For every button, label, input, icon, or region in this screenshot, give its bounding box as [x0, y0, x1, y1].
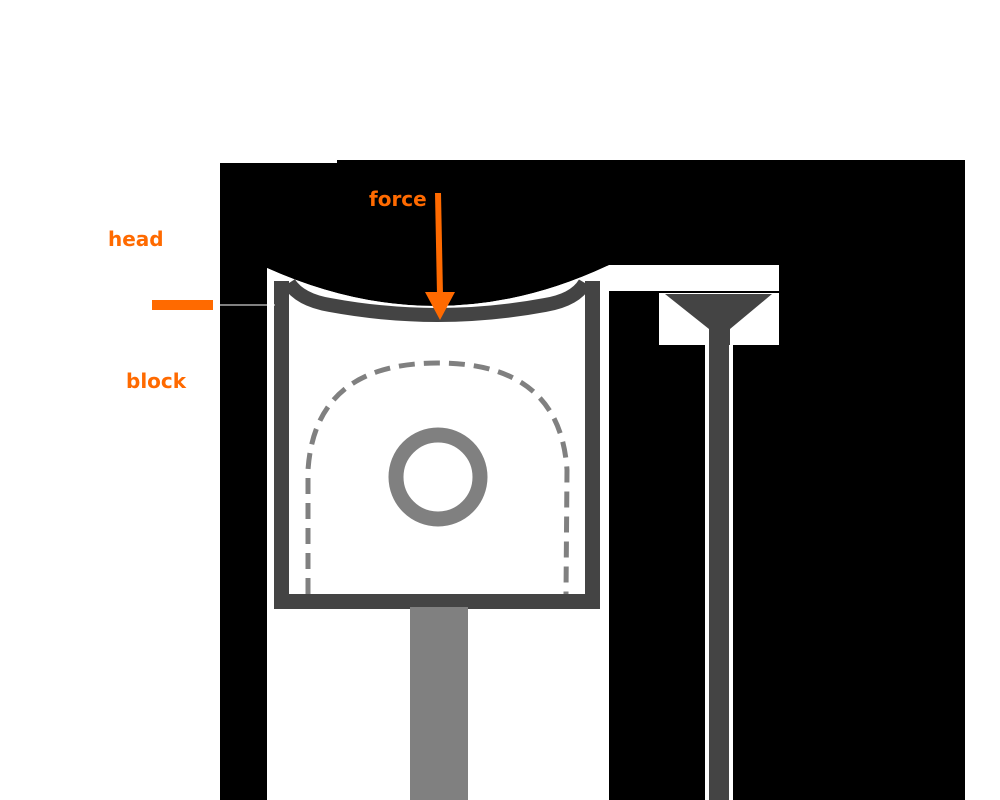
mask-right-lower [609, 291, 779, 800]
mask-left-column [220, 163, 267, 800]
dashed-boundary [305, 360, 570, 595]
block-stem [410, 607, 468, 800]
label-force: force [369, 187, 427, 211]
rod-shaft [709, 329, 729, 800]
block-right-wall [585, 281, 600, 609]
block-bottom-wall [274, 594, 600, 609]
label-head: head [108, 227, 164, 251]
rod-funnel [665, 294, 772, 345]
mask-top-head [220, 160, 779, 307]
label-block: block [126, 369, 187, 393]
block [274, 278, 600, 609]
down-arrow-icon [425, 192, 455, 320]
head-marker [152, 300, 213, 310]
rod [665, 294, 772, 800]
circle-ring-icon [388, 427, 488, 527]
mask-right-top [779, 160, 965, 800]
block-left-wall [274, 281, 289, 609]
